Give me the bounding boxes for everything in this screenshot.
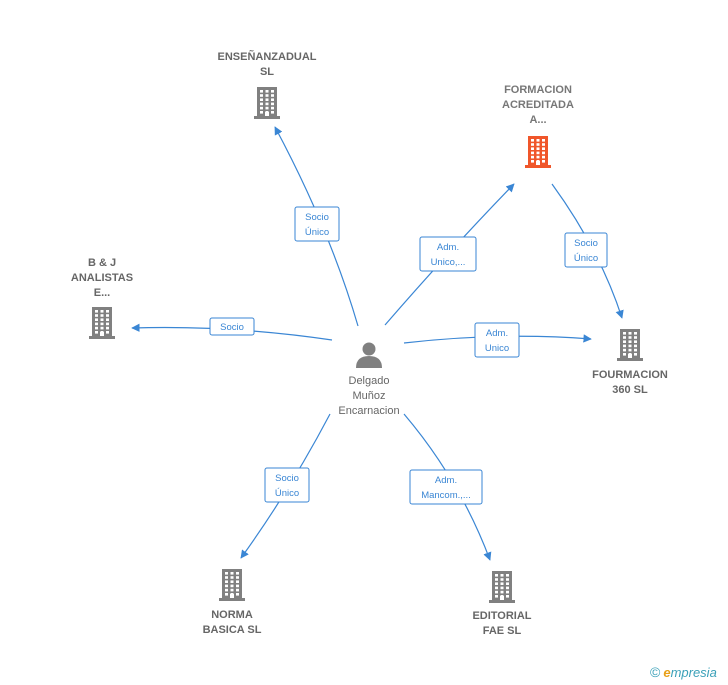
company-label: SL — [260, 66, 274, 78]
edge-label-text: Mancom.,... — [421, 490, 471, 501]
edges-layer: SocioÚnicoAdm.Unico,...SocioÚnicoSocioAd… — [131, 126, 624, 561]
edge-label-box[interactable] — [474, 322, 520, 358]
footer-brand: ©empresia — [650, 664, 717, 680]
company-label: ANALISTAS — [71, 272, 133, 284]
copyright-symbol: © — [650, 664, 661, 680]
person-label: Muñoz — [352, 390, 385, 402]
edge-to-fourmacion: Adm. Unico — [403, 322, 592, 358]
relationship-graph: SocioÚnicoAdm.Unico,...SocioÚnicoSocioAd… — [71, 50, 668, 637]
node-fourmacion[interactable]: FOURMACION 360 SL — [592, 329, 668, 396]
company-label: BASICA SL — [203, 624, 262, 636]
edge-label-text: Socio — [305, 212, 329, 223]
brand-name: mpresia — [670, 665, 717, 680]
edge-label-box[interactable] — [564, 232, 608, 268]
brand-initial: e — [663, 665, 671, 680]
edge-to-formacion: Adm. Unico,... — [384, 183, 515, 326]
company-label: 360 SL — [612, 384, 648, 396]
node-formacion[interactable]: FORMACION ACREDITADA A... — [502, 84, 574, 168]
edge-label-box[interactable] — [209, 317, 255, 336]
edge-label-text: Único — [275, 488, 299, 499]
node-editorial[interactable]: EDITORIAL FAE SL — [472, 571, 532, 637]
company-label: FOURMACION — [592, 369, 668, 381]
edge-label-box[interactable] — [264, 467, 310, 503]
building-icon — [219, 569, 245, 601]
edge-label-text: Único — [305, 227, 329, 238]
edge-label-text: Adm. — [435, 475, 457, 486]
node-norma[interactable]: NORMA BASICA SL — [203, 569, 262, 636]
edge-to-editorial: Adm. Mancom.,... — [403, 413, 492, 561]
edge-label-text: Único — [574, 253, 598, 264]
company-label: ACREDITADA — [502, 99, 574, 111]
company-label: B & J — [88, 257, 116, 269]
company-label: A... — [529, 114, 546, 126]
person-label: Delgado — [349, 375, 390, 387]
node-ensenanzadual[interactable]: ENSEÑANZADUAL SL — [218, 50, 317, 119]
building-icon — [489, 571, 515, 603]
edge-label-text: Socio — [574, 238, 598, 249]
person-icon — [356, 342, 382, 368]
edge-to-bj: Socio — [131, 317, 333, 341]
building-icon — [89, 307, 115, 339]
building-icon — [525, 136, 551, 168]
edge-label-box[interactable] — [419, 236, 477, 272]
company-label: FAE SL — [483, 625, 522, 637]
building-icon — [617, 329, 643, 361]
edge-label-text: Socio — [220, 322, 244, 333]
edge-label-box[interactable] — [294, 206, 340, 242]
edge-label-text: Socio — [275, 473, 299, 484]
edge-label-text: Unico,... — [431, 257, 466, 268]
edge-label-text: Unico — [485, 343, 509, 354]
node-bj[interactable]: B & J ANALISTAS E... — [71, 257, 133, 339]
company-label: E... — [94, 287, 111, 299]
company-label: ENSEÑANZADUAL — [218, 50, 317, 63]
nodes-layer: ENSEÑANZADUAL SL FORMACION ACREDITADA A... B … — [71, 50, 668, 637]
company-label: EDITORIAL — [472, 610, 531, 622]
edge-label-text: Adm. — [437, 242, 459, 253]
person-label: Encarnacion — [338, 405, 399, 417]
company-label: FORMACION — [504, 84, 572, 96]
edge-label-text: Adm. — [486, 328, 508, 339]
building-icon — [254, 87, 280, 119]
company-label: NORMA — [211, 609, 253, 621]
edge-label-box[interactable] — [409, 469, 483, 505]
